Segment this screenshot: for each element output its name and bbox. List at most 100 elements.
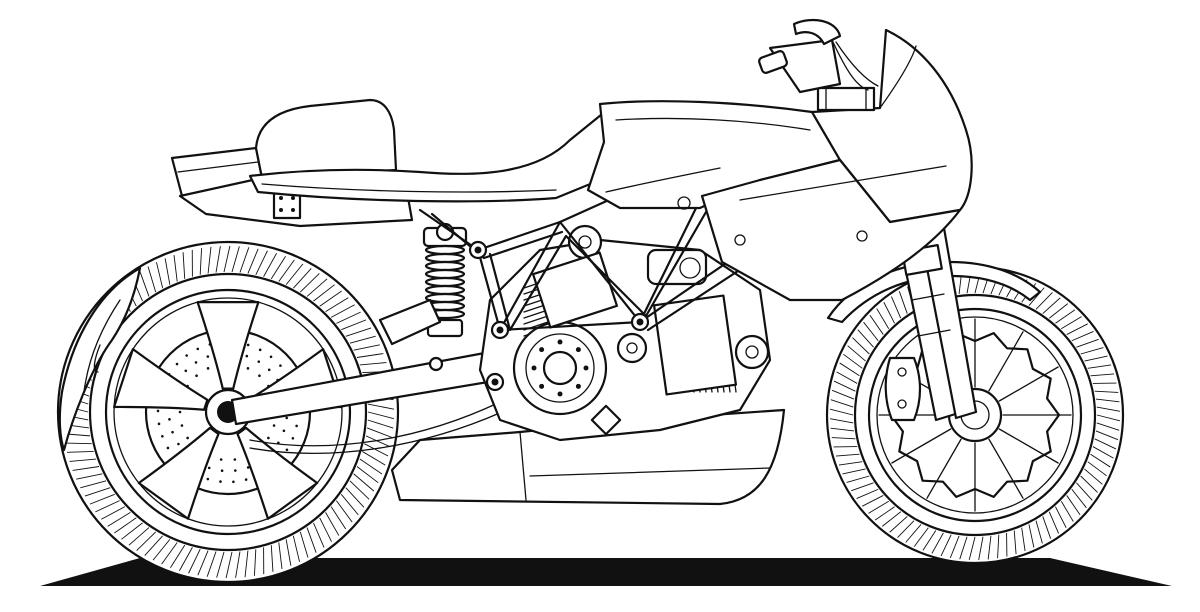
tread-mark (889, 516, 908, 533)
disc-hole (168, 418, 171, 421)
tread-mark (1095, 398, 1120, 403)
tread-mark (95, 500, 120, 513)
tread-mark (325, 297, 349, 312)
tread-mark (336, 311, 361, 324)
engine (478, 224, 772, 442)
front-fairing (700, 28, 973, 302)
disc-hole (196, 347, 200, 351)
tread-mark (868, 500, 889, 514)
disc-hole (246, 343, 250, 347)
tread-mark (253, 549, 257, 576)
tread-mark (949, 535, 960, 559)
exhaust-connector (378, 298, 442, 346)
tread-mark (216, 551, 225, 578)
tread-mark (890, 296, 902, 319)
tread-mark (156, 262, 164, 289)
bolt (539, 383, 545, 389)
disc-hole (246, 466, 250, 469)
tread-mark (897, 520, 915, 538)
spring-coil (424, 268, 466, 280)
tread-mark (270, 545, 274, 572)
front-spoke (926, 438, 962, 499)
top-clamp (816, 86, 876, 112)
tread-mark (161, 542, 178, 565)
disc-hole (180, 424, 184, 427)
tread-mark (1087, 364, 1112, 369)
rear-spoke (137, 426, 220, 520)
disc-hole (269, 355, 273, 359)
tread-mark (931, 532, 944, 554)
rear-spoke (196, 301, 260, 390)
tread-mark (285, 539, 292, 566)
tread-mark (1055, 309, 1076, 324)
tread-mark (359, 458, 383, 475)
tread-mark (367, 403, 395, 410)
tread-mark (1087, 461, 1107, 477)
bolt (531, 365, 537, 371)
tread-mark (1094, 390, 1119, 393)
tread-mark (1096, 414, 1120, 422)
front-spoke (891, 428, 952, 464)
tread-mark (831, 389, 855, 400)
disc-hole (245, 354, 249, 358)
tread-mark (244, 550, 249, 578)
tread-mark (235, 551, 241, 578)
disc-hole (206, 477, 210, 481)
front-spoke (998, 366, 1059, 402)
tread-mark (170, 544, 186, 568)
tread-mark (1066, 495, 1081, 516)
bolt (575, 347, 581, 353)
front-wheel (825, 265, 1125, 565)
rear-spoke (113, 348, 209, 411)
seat (248, 104, 642, 203)
disc-hole (175, 362, 179, 366)
tread-mark (1090, 373, 1115, 377)
tread-mark (164, 258, 171, 285)
disc-hole (156, 409, 160, 413)
front-spoke (998, 428, 1059, 464)
front-spoke (988, 438, 1024, 499)
tread-mark (293, 268, 312, 289)
tread-mark (89, 493, 115, 505)
disc-hole (171, 430, 174, 434)
tread-mark (225, 551, 233, 579)
tread-mark (1095, 430, 1119, 441)
disc-hole (295, 424, 298, 428)
tread-mark (84, 487, 111, 497)
tread-mark (830, 399, 854, 408)
tread-mark (367, 419, 394, 429)
tread-mark (299, 273, 320, 293)
bolt (583, 365, 589, 371)
tread-mark (978, 536, 984, 561)
tread-mark (285, 263, 304, 285)
bolt (557, 339, 563, 345)
tread-mark (1061, 316, 1082, 330)
tread-mark (345, 487, 365, 508)
tread-mark (313, 522, 325, 548)
seat-cowl (254, 98, 398, 180)
tread-mark (874, 506, 895, 521)
spring-coil (424, 244, 466, 256)
spring-coil (424, 276, 466, 288)
tread-mark (182, 252, 186, 279)
tread-mark (292, 535, 300, 562)
tread-mark (1076, 338, 1099, 348)
tread-mark (173, 254, 178, 282)
cam-pulley-front (734, 334, 770, 370)
tread-mark (356, 466, 379, 484)
rear-fender-edge (83, 299, 121, 393)
disc-hole (177, 442, 180, 446)
disc-hole (161, 434, 164, 438)
tread-mark (356, 353, 384, 358)
tread-mark (349, 335, 376, 344)
tread-mark (856, 488, 879, 500)
tread-mark (1021, 527, 1026, 552)
tread-mark (1080, 475, 1098, 493)
rear-rim-inner (113, 297, 343, 527)
tread-mark (829, 418, 854, 424)
disc-hole (220, 469, 224, 473)
tread-mark (121, 522, 143, 540)
disc-hole (282, 429, 286, 433)
front-rim-inner (876, 316, 1074, 514)
disc-hole (184, 369, 188, 373)
